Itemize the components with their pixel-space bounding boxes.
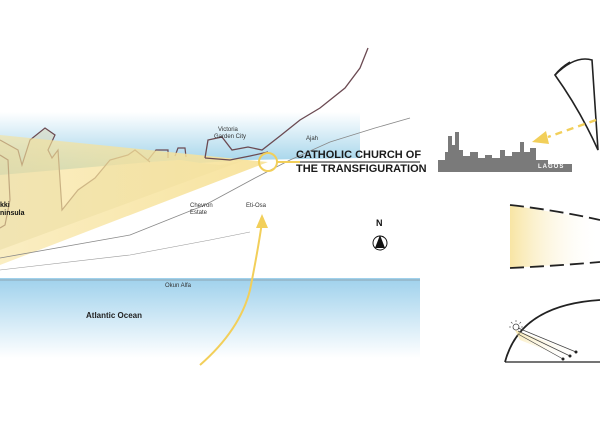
north-label: N xyxy=(376,218,383,228)
north-arrow: N xyxy=(372,218,388,251)
sketch-sail xyxy=(553,58,599,151)
label-victoria-1: Victoria xyxy=(218,127,239,133)
sun-icon xyxy=(509,320,523,331)
dashed-view-arrow xyxy=(532,118,597,144)
label-victoria-2: Garden City xyxy=(214,134,246,140)
lagos-skyline: LAGOS xyxy=(438,132,572,172)
lagoon-coastline xyxy=(204,47,369,161)
label-lekki-2: ninsula xyxy=(0,210,25,217)
label-chevron-2: Estate xyxy=(190,210,208,216)
label-eti-osa: Eti-Osa xyxy=(246,203,267,209)
label-chevron-1: Chevron xyxy=(190,203,213,209)
church-title-line1: CATHOLIC CHURCH OF xyxy=(296,149,421,161)
sketch-dome xyxy=(504,299,600,363)
church-title-line2: THE TRANSFIGURATION xyxy=(296,163,427,175)
skyline-label: LAGOS xyxy=(538,164,564,170)
ocean-water xyxy=(0,278,420,358)
label-okun-alfa: Okun Alfa xyxy=(165,283,192,289)
sight-beam xyxy=(0,135,268,265)
label-lekki-1: kki xyxy=(0,202,10,209)
church-marker xyxy=(258,152,420,172)
label-ajah: Ajah xyxy=(306,136,318,142)
approach-arrow xyxy=(199,214,268,366)
label-atlantic-ocean: Atlantic Ocean xyxy=(86,311,142,320)
sketch-light-cone xyxy=(509,204,600,269)
